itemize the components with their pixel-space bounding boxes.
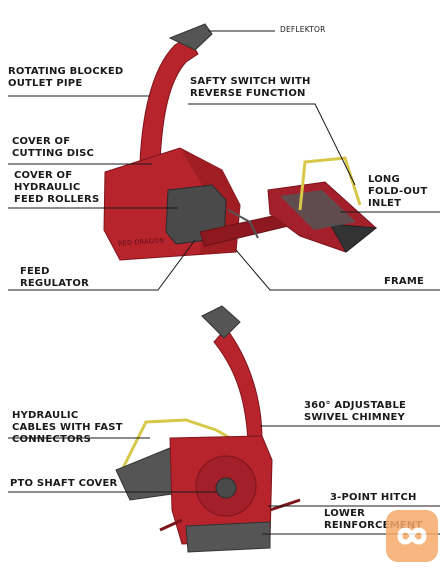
top-inlet-inner — [280, 190, 356, 230]
label-hydraulic-cables: HYDRAULIC CABLES WITH FAST CONNECTORS — [12, 410, 123, 446]
top-safety-bar — [298, 156, 362, 211]
label-pto-cover: PTO SHAFT COVER — [10, 478, 118, 489]
bottom-lower-reinforcement — [185, 521, 271, 553]
label-feed-regulator-line2: REGULATOR — [20, 278, 90, 289]
label-feed-rollers-line1: COVER OF — [14, 170, 73, 181]
label-cutting-disc-line2: CUTTING DISC — [12, 148, 95, 159]
label-hydraulic-cables-line1: HYDRAULIC — [12, 410, 79, 421]
label-cutting-disc: COVER OF CUTTING DISC — [12, 136, 94, 160]
leader-frame — [235, 249, 440, 291]
label-outlet-pipe-line1: ROTATING BLOCKED — [8, 66, 124, 77]
label-chimney: 360° ADJUSTABLE SWIVEL CHIMNEY — [304, 400, 406, 424]
label-cutting-disc-line1: COVER OF — [12, 136, 71, 147]
label-safety-switch-line2: REVERSE FUNCTION — [190, 88, 306, 99]
bottom-chimney-deflector — [201, 305, 241, 339]
infinity-glyph — [397, 527, 427, 545]
label-hydraulic-cables-line2: CABLES WITH FAST — [12, 422, 123, 433]
label-inlet-line3: INLET — [368, 198, 402, 209]
label-reinforcement-line1: LOWER — [324, 508, 366, 519]
label-deflektor: DEFLEKTOR — [280, 25, 326, 34]
label-hydraulic-cables-line3: CONNECTORS — [12, 434, 91, 445]
top-regulator-link — [227, 209, 259, 239]
label-feed-rollers: COVER OF HYDRAULIC FEED ROLLERS — [14, 170, 99, 206]
top-inlet-mouth — [329, 223, 378, 253]
label-feed-rollers-line3: FEED ROLLERS — [14, 194, 100, 205]
label-chimney-line2: SWIVEL CHIMNEY — [304, 412, 405, 423]
bottom-chimney — [213, 327, 263, 443]
label-inlet-line1: LONG — [368, 174, 400, 185]
label-feed-regulator: FEED REGULATOR — [20, 266, 89, 290]
label-feed-rollers-line2: HYDRAULIC — [14, 182, 81, 193]
label-inlet: LONG FOLD-OUT INLET — [368, 174, 427, 210]
label-hitch: 3-POINT HITCH — [330, 492, 417, 503]
leader-feed-regulator — [8, 239, 196, 291]
leader-safety-switch — [188, 103, 356, 186]
bottom-wood-chipper — [115, 305, 301, 553]
label-safety-switch-line1: SAFTY SWITCH WITH — [190, 76, 311, 87]
label-reinforcement-line2: REINFORCEMENT — [324, 520, 423, 531]
infinity-logo-icon — [386, 510, 438, 562]
label-feed-regulator-line1: FEED — [20, 266, 50, 277]
top-deflector — [168, 23, 213, 51]
label-outlet-pipe-line2: OUTLET PIPE — [8, 78, 83, 89]
label-outlet-pipe: ROTATING BLOCKED OUTLET PIPE — [8, 66, 123, 90]
label-safety-switch: SAFTY SWITCH WITH REVERSE FUNCTION — [190, 76, 311, 100]
label-frame: FRAME — [384, 276, 425, 287]
label-reinforcement: LOWER REINFORCEMENT — [324, 508, 422, 532]
bottom-pto-hub — [215, 477, 237, 499]
top-wood-chipper — [103, 23, 378, 261]
bottom-hitch-arms — [159, 498, 301, 532]
label-inlet-line2: FOLD-OUT — [368, 186, 428, 197]
label-chimney-line1: 360° ADJUSTABLE — [304, 400, 407, 411]
